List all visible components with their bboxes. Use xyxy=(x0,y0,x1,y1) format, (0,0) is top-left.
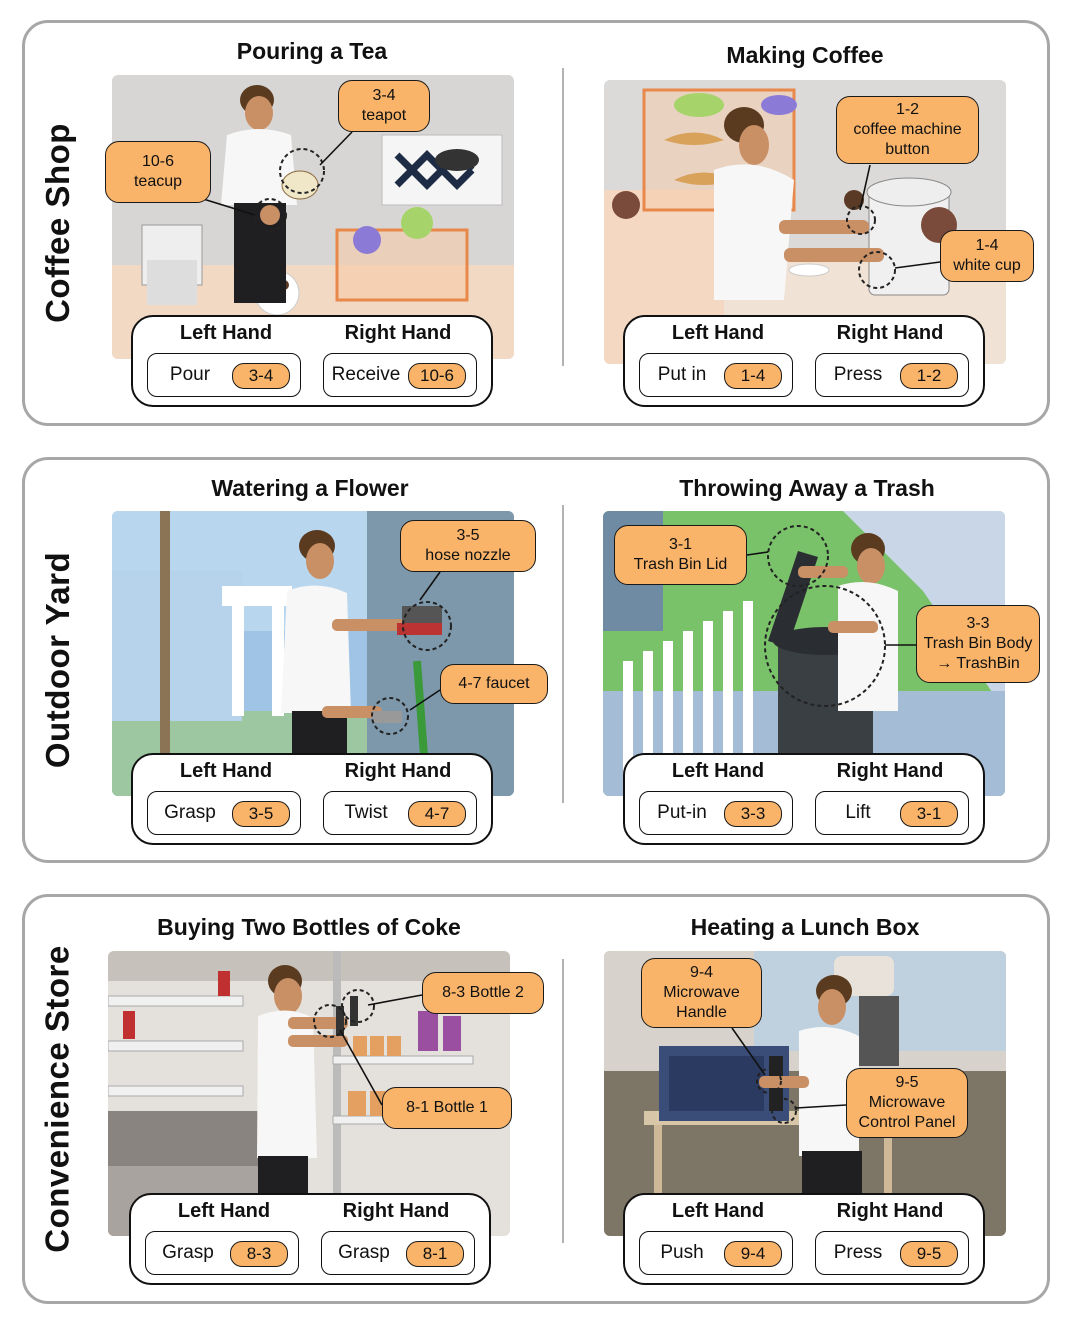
left-hand-heading: Left Hand xyxy=(671,322,765,344)
task-title: Buying Two Bottles of Coke xyxy=(157,914,461,940)
action-target-tag: 9-5 xyxy=(900,1241,958,1267)
scene-image xyxy=(112,75,514,359)
task-title: Watering a Flower xyxy=(211,475,409,501)
divider xyxy=(562,68,564,366)
left-hand-heading: Left Hand xyxy=(671,1200,765,1222)
right-hand-action: Grasp 8-1 xyxy=(321,1231,475,1275)
scene-image xyxy=(604,951,1006,1236)
action-target-tag: 3-1 xyxy=(900,801,958,827)
left-hand-heading: Left Hand xyxy=(179,760,273,782)
hand-action-panel: Left Hand Right Hand Pour 3-4 Receive 10… xyxy=(131,315,493,407)
hand-action-panel: Left Hand Right Hand Put-in 3-3 Lift 3-1 xyxy=(623,753,985,845)
action-verb: Grasp xyxy=(338,1242,390,1263)
action-verb: Press xyxy=(833,364,883,385)
group-label: Coffee Shop xyxy=(39,123,77,323)
task-title: Making Coffee xyxy=(726,42,884,68)
action-target-tag: 9-4 xyxy=(724,1241,782,1267)
right-hand-heading: Right Hand xyxy=(836,760,944,782)
action-verb: Twist xyxy=(344,802,388,823)
left-hand-action: Grasp 8-3 xyxy=(145,1231,299,1275)
task-title: Pouring a Tea xyxy=(236,38,388,64)
divider xyxy=(562,505,564,803)
right-hand-action: Press 1-2 xyxy=(815,353,969,397)
group-label: Convenience Store xyxy=(39,945,77,1253)
action-verb: Put-in xyxy=(657,802,707,823)
left-hand-action: Push 9-4 xyxy=(639,1231,793,1275)
action-target-tag: 8-3 xyxy=(230,1241,288,1267)
action-target-tag: 3-5 xyxy=(232,801,290,827)
task-title: Heating a Lunch Box xyxy=(690,914,920,940)
right-hand-heading: Right Hand xyxy=(344,322,452,344)
right-hand-heading: Right Hand xyxy=(836,1200,944,1222)
left-hand-action: Put-in 3-3 xyxy=(639,791,793,835)
action-verb: Grasp xyxy=(162,1242,214,1263)
action-target-tag: 3-3 xyxy=(724,801,782,827)
scene-image xyxy=(112,511,514,796)
action-target-tag: 4-7 xyxy=(408,801,466,827)
callout-label: 8-1 Bottle 1 xyxy=(382,1087,512,1129)
action-target-tag: 1-2 xyxy=(900,363,958,389)
hand-action-panel: Left Hand Right Hand Grasp 8-3 Grasp 8-1 xyxy=(129,1193,491,1285)
left-hand-action: Grasp 3-5 xyxy=(147,791,301,835)
hand-action-panel: Left Hand Right Hand Grasp 3-5 Twist 4-7 xyxy=(131,753,493,845)
right-hand-action: Twist 4-7 xyxy=(323,791,477,835)
callout-label: 8-3 Bottle 2 xyxy=(422,972,544,1014)
right-hand-heading: Right Hand xyxy=(342,1200,450,1222)
hand-action-panel: Left Hand Right Hand Push 9-4 Press 9-5 xyxy=(623,1193,985,1285)
left-hand-action: Put in 1-4 xyxy=(639,353,793,397)
hand-action-panel: Left Hand Right Hand Put in 1-4 Press 1-… xyxy=(623,315,985,407)
action-target-tag: 1-4 xyxy=(724,363,782,389)
divider xyxy=(562,959,564,1243)
action-target-tag: 3-4 xyxy=(232,363,290,389)
right-hand-heading: Right Hand xyxy=(344,760,452,782)
callout-label: 4-7 faucet xyxy=(440,664,548,704)
left-hand-heading: Left Hand xyxy=(671,760,765,782)
action-verb: Pour xyxy=(169,364,211,385)
action-target-tag: 8-1 xyxy=(406,1241,464,1267)
action-verb: Push xyxy=(660,1242,704,1263)
action-verb: Grasp xyxy=(164,802,216,823)
action-verb: Lift xyxy=(845,802,871,823)
right-hand-action: Receive 10-6 xyxy=(323,353,477,397)
left-hand-heading: Left Hand xyxy=(179,322,273,344)
right-hand-heading: Right Hand xyxy=(836,322,944,344)
action-verb: Press xyxy=(833,1242,883,1263)
action-target-tag: 10-6 xyxy=(408,363,466,389)
task-title: Throwing Away a Trash xyxy=(679,475,935,501)
right-hand-action: Lift 3-1 xyxy=(815,791,969,835)
group-label: Outdoor Yard xyxy=(39,551,76,769)
action-verb: Receive xyxy=(331,364,401,385)
left-hand-action: Pour 3-4 xyxy=(147,353,301,397)
right-hand-action: Press 9-5 xyxy=(815,1231,969,1275)
left-hand-heading: Left Hand xyxy=(177,1200,271,1222)
action-verb: Put in xyxy=(657,364,707,385)
